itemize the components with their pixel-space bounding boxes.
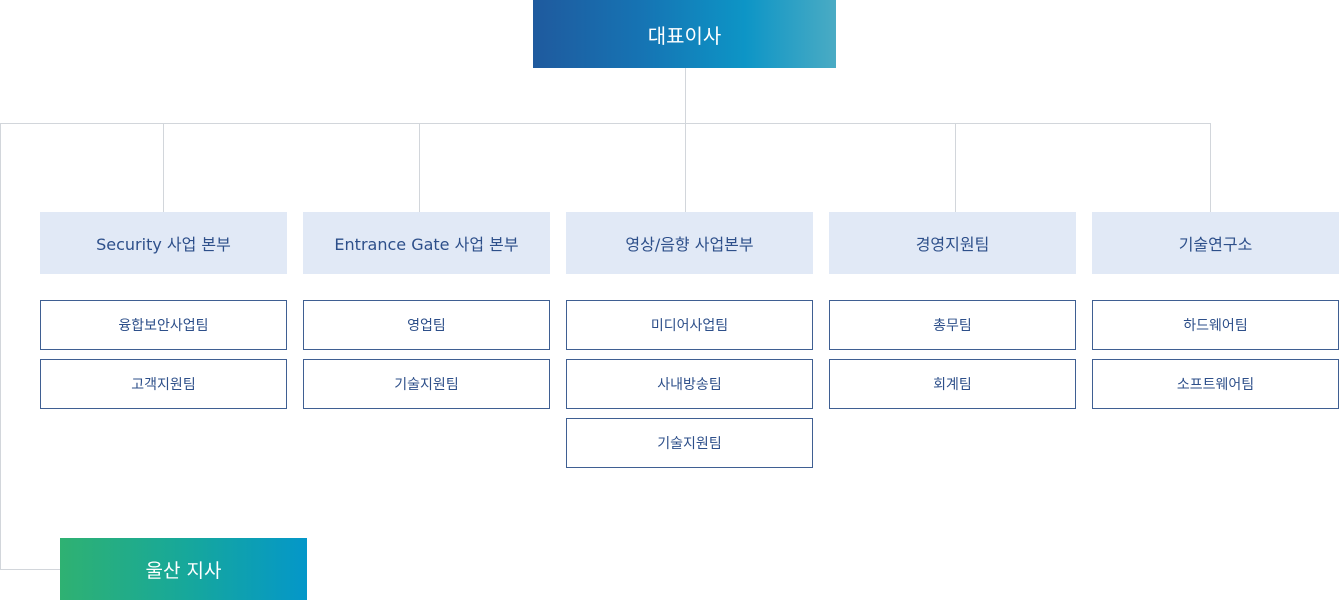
division-management-support: 경영지원팀: [829, 212, 1076, 274]
division-connector-line: [419, 123, 420, 212]
team-box: 고객지원팀: [40, 359, 287, 409]
division-entrance-gate: Entrance Gate 사업 본부: [303, 212, 550, 274]
division-connector-line: [685, 123, 686, 212]
team-box: 소프트웨어팀: [1092, 359, 1339, 409]
division-connector-line: [163, 123, 164, 212]
team-box: 미디어사업팀: [566, 300, 813, 350]
horizontal-connector-line: [0, 123, 1211, 124]
division-video-audio: 영상/음향 사업본부: [566, 212, 813, 274]
team-box: 하드웨어팀: [1092, 300, 1339, 350]
team-box: 영업팀: [303, 300, 550, 350]
division-connector-line: [955, 123, 956, 212]
branch-horizontal-connector-line: [0, 569, 60, 570]
team-box: 기술지원팀: [303, 359, 550, 409]
division-research-institute: 기술연구소: [1092, 212, 1339, 274]
division-connector-line: [1210, 123, 1211, 212]
team-box: 회계팀: [829, 359, 1076, 409]
ceo-connector-line: [685, 68, 686, 124]
ceo-box: 대표이사: [533, 0, 836, 68]
team-box: 기술지원팀: [566, 418, 813, 468]
branch-office-box: 울산 지사: [60, 538, 307, 600]
division-security: Security 사업 본부: [40, 212, 287, 274]
team-box: 총무팀: [829, 300, 1076, 350]
team-box: 사내방송팀: [566, 359, 813, 409]
branch-vertical-connector-line: [0, 123, 1, 570]
team-box: 융합보안사업팀: [40, 300, 287, 350]
